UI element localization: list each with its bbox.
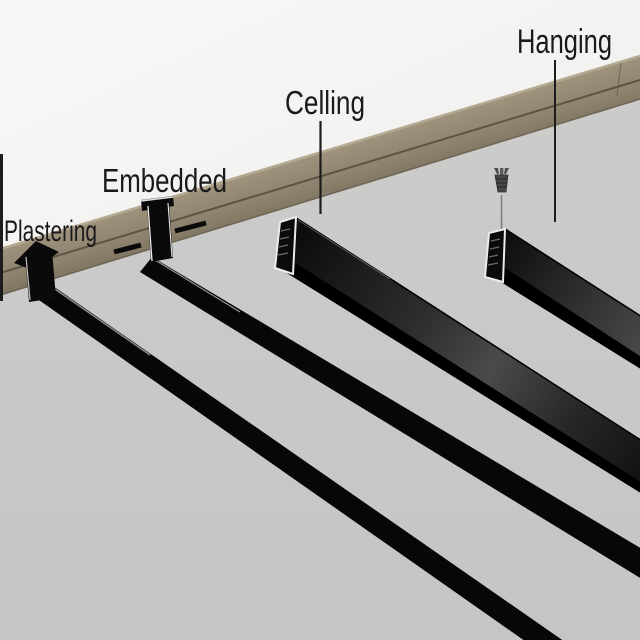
embedded-slot-dash-left <box>113 242 142 255</box>
hanging-profile-fins <box>487 238 501 266</box>
label-plastering: Plastering <box>4 215 97 248</box>
label-hanging: Hanging <box>517 23 612 61</box>
hanging-track-top-edge <box>504 228 640 317</box>
embedded-track-body <box>140 257 640 578</box>
trim-seam <box>616 62 622 97</box>
celling-track <box>273 215 640 493</box>
celling-track-body <box>282 217 640 493</box>
plastering-head-silver-edge <box>25 256 31 301</box>
embedded-cap-silver-edge <box>140 196 174 202</box>
hanging-track <box>483 168 640 369</box>
label-embedded: Embedded <box>102 162 227 199</box>
embedded-track-body-highlight <box>154 259 241 313</box>
plastering-track-head <box>25 250 56 302</box>
plastering-track-body <box>36 284 563 640</box>
embedded-track-head <box>147 202 173 262</box>
celling-track-bottom-rim <box>282 259 640 493</box>
embedded-head-silver-right <box>167 202 173 258</box>
hanging-track-bottom-rim <box>493 264 640 369</box>
celling-profile-fins <box>277 228 291 256</box>
label-celling: Celling <box>285 84 365 121</box>
plastering-track <box>14 241 563 640</box>
embedded-head-silver-left <box>147 205 153 262</box>
embedded-track <box>113 196 640 578</box>
embedded-slot-dash-right <box>174 220 207 234</box>
plastering-track-body-highlight <box>51 286 151 356</box>
celling-track-top-glint <box>297 219 391 280</box>
suspension-screw-icon <box>494 168 509 193</box>
